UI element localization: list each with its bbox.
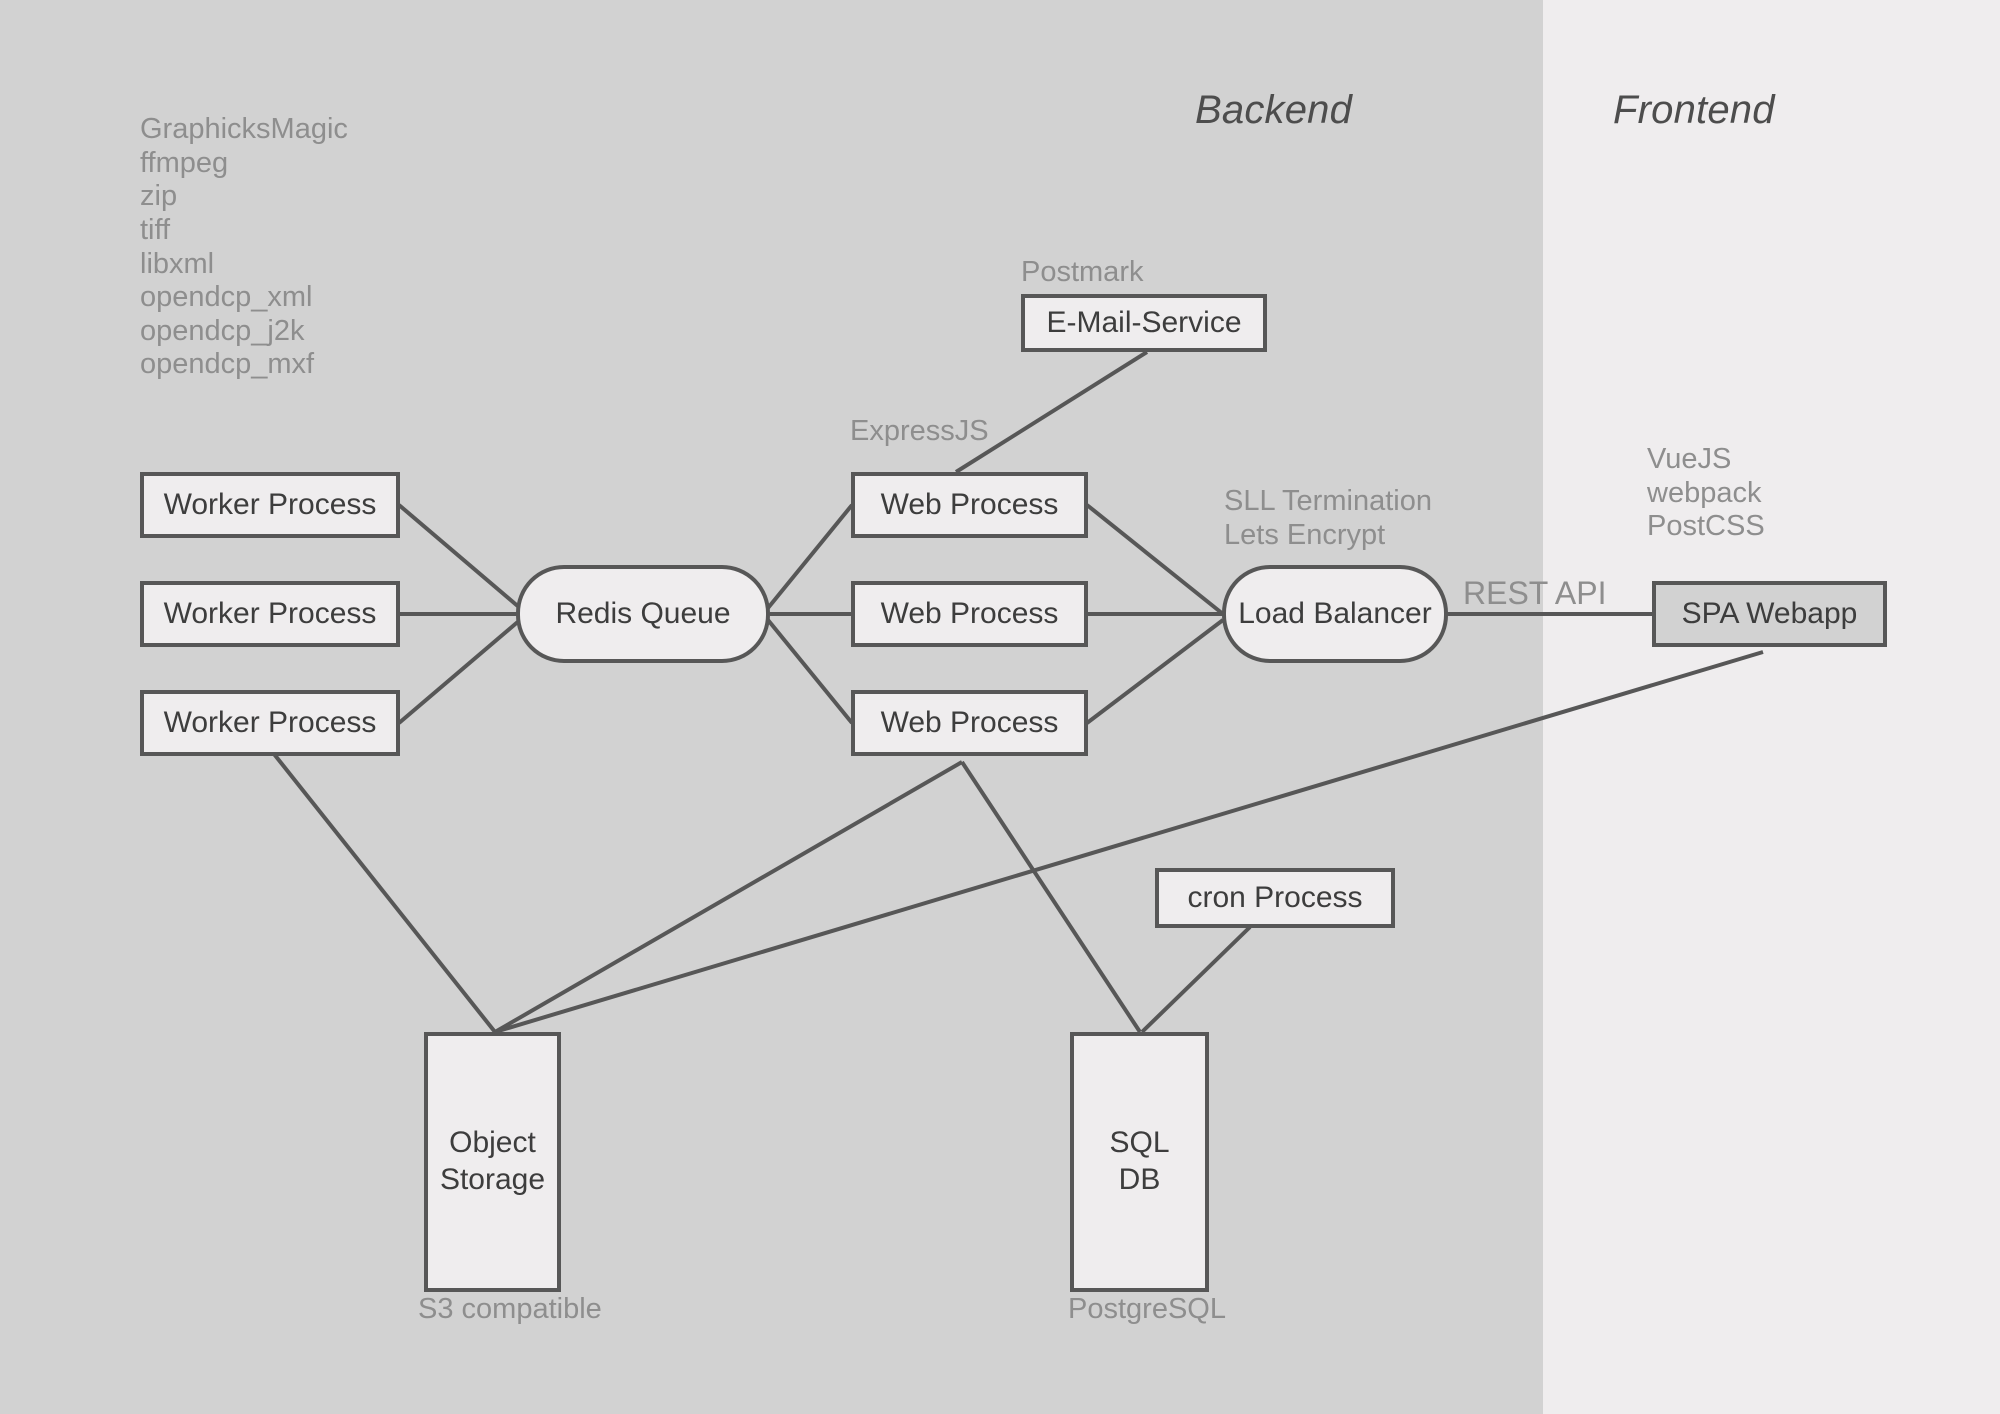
- node-worker-process-1[interactable]: Worker Process: [140, 472, 400, 538]
- expressjs-annotation: ExpressJS: [850, 415, 989, 447]
- node-web-process-2[interactable]: Web Process: [851, 581, 1088, 647]
- node-cron-process[interactable]: cron Process: [1155, 868, 1395, 928]
- frontend-panel-title: Frontend: [1613, 88, 1775, 132]
- node-object-storage[interactable]: Object Storage: [424, 1032, 561, 1292]
- s3-compatible-annotation: S3 compatible: [418, 1293, 602, 1325]
- node-web-process-1[interactable]: Web Process: [851, 472, 1088, 538]
- node-worker-process-2[interactable]: Worker Process: [140, 581, 400, 647]
- frontend-panel: [1543, 0, 2000, 1414]
- postmark-annotation: Postmark: [1021, 256, 1144, 288]
- node-redis-queue[interactable]: Redis Queue: [516, 565, 770, 663]
- node-email-service[interactable]: E-Mail-Service: [1021, 294, 1267, 352]
- worker-stack-annotation: GraphicksMagic ffmpeg zip tiff libxml op…: [140, 113, 348, 381]
- node-worker-process-3[interactable]: Worker Process: [140, 690, 400, 756]
- node-sql-db[interactable]: SQL DB: [1070, 1032, 1209, 1292]
- node-web-process-3[interactable]: Web Process: [851, 690, 1088, 756]
- frontend-stack-annotation: VueJS webpack PostCSS: [1647, 443, 1765, 543]
- backend-panel-title: Backend: [1195, 88, 1353, 132]
- node-load-balancer[interactable]: Load Balancer: [1222, 565, 1448, 663]
- rest-api-annotation: REST API: [1463, 575, 1607, 611]
- load-balancer-annotation: SLL Termination Lets Encrypt: [1224, 485, 1432, 551]
- node-spa-webapp[interactable]: SPA Webapp: [1652, 581, 1887, 647]
- postgresql-annotation: PostgreSQL: [1068, 1293, 1226, 1325]
